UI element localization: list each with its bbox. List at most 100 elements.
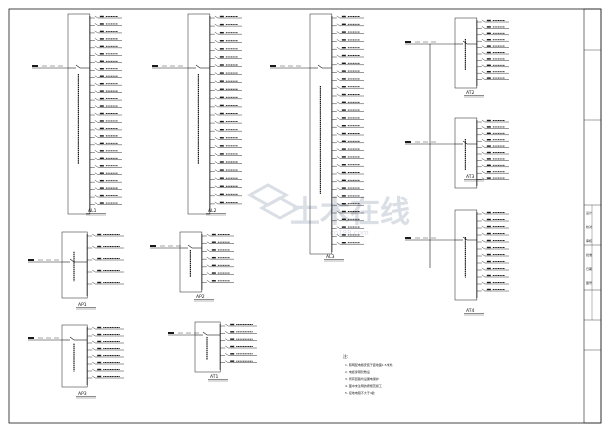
branch-breaker — [214, 48, 218, 51]
circuit-branch — [89, 38, 122, 41]
branch-breaker — [94, 60, 98, 63]
circuit-branch — [331, 39, 364, 42]
branch-breaker — [225, 353, 229, 356]
branch-breaker — [481, 211, 485, 215]
branch-breaker — [94, 165, 98, 168]
branch-breaker — [92, 361, 96, 365]
branch-breaker — [481, 26, 485, 29]
circuit-branch — [476, 58, 509, 61]
feeder-tag — [270, 65, 276, 67]
circuit-branch — [209, 72, 242, 75]
circuit-branch — [331, 78, 364, 81]
branch-breaker — [481, 139, 485, 142]
feeder-tag — [32, 65, 38, 67]
branch-breaker — [481, 164, 485, 167]
circuit-branch — [476, 232, 509, 236]
branch-breaker — [481, 281, 485, 285]
branch-breaker — [214, 145, 218, 148]
branch-breaker — [214, 161, 218, 164]
circuit-branch — [476, 126, 509, 129]
branch-breaker — [336, 101, 340, 104]
title-block-cell: 批准 — [586, 252, 592, 257]
branch-breaker — [336, 234, 340, 237]
branch-breaker — [94, 194, 98, 198]
circuit-branch — [209, 161, 242, 164]
circuit-branch — [87, 269, 124, 273]
branch-breaker — [481, 267, 485, 271]
circuit-branch — [209, 15, 242, 19]
circuit-branch — [476, 164, 509, 168]
branch-breaker — [336, 195, 340, 198]
main-breaker — [75, 64, 81, 69]
branch-breaker — [481, 45, 485, 48]
branch-breaker — [481, 51, 485, 55]
branch-breaker — [481, 64, 485, 67]
circuit-branch — [331, 132, 364, 136]
branch-breaker — [336, 15, 340, 19]
circuit-branch — [89, 75, 122, 78]
title-block-cell: 校对 — [586, 224, 592, 229]
branch-breaker — [94, 135, 98, 138]
branch-breaker — [94, 105, 98, 108]
branch-breaker — [481, 71, 485, 74]
branch-breaker — [92, 233, 96, 237]
circuit-branch — [220, 360, 257, 363]
circuit-branch — [89, 150, 122, 153]
branch-breaker — [225, 323, 229, 327]
branch-breaker — [481, 39, 485, 42]
circuit-branch — [476, 145, 509, 148]
circuit-branch — [331, 109, 364, 112]
circuit-branch — [209, 193, 242, 197]
branch-breaker — [214, 128, 218, 132]
circuit-branch — [89, 105, 122, 108]
note-line: 1. 照明配电箱安装于距地面1.5米处 — [345, 362, 393, 367]
circuit-branch — [89, 97, 122, 101]
branch-breaker — [94, 82, 98, 86]
main-breaker — [317, 64, 323, 69]
branch-breaker — [481, 274, 485, 278]
branch-breaker — [225, 338, 229, 341]
circuit-branch — [209, 177, 242, 180]
feeder-tag — [405, 237, 411, 239]
branch-breaker — [214, 120, 218, 124]
branch-breaker — [94, 142, 98, 146]
circuit-branch — [476, 281, 509, 285]
branch-breaker — [214, 23, 218, 27]
branch-breaker — [336, 148, 340, 151]
circuit-branch — [331, 70, 364, 73]
circuit-branch — [209, 201, 242, 205]
branch-breaker — [481, 225, 485, 229]
circuit-branch — [331, 226, 364, 229]
branch-breaker — [214, 88, 218, 91]
branch-breaker — [481, 246, 485, 250]
circuit-branch — [89, 157, 122, 160]
circuit-branch — [476, 246, 509, 250]
circuit-branch — [476, 139, 509, 142]
circuit-branch — [476, 274, 509, 278]
panel-caption: AL3 — [326, 254, 335, 260]
note-line: 5. 接地电阻不大于4欧 — [345, 390, 375, 395]
branch-breaker — [481, 253, 485, 257]
feeder-tag — [152, 65, 158, 67]
branch-breaker — [92, 326, 96, 330]
branch-breaker — [336, 47, 340, 50]
branch-breaker — [214, 185, 218, 188]
circuit-branch — [89, 23, 122, 26]
feeder-tag — [150, 245, 156, 247]
circuit-branch — [87, 347, 124, 351]
branch-breaker — [94, 90, 98, 93]
branch-breaker — [94, 15, 98, 19]
panel-p6: AP3 — [28, 324, 124, 399]
circuit-branch — [89, 120, 122, 123]
branch-breaker — [481, 158, 485, 161]
circuit-branch — [331, 156, 364, 159]
circuit-branch — [331, 125, 364, 128]
circuit-branch — [201, 272, 234, 275]
branch-breaker — [481, 239, 485, 243]
circuit-branch — [87, 326, 124, 330]
circuit-branch — [331, 31, 364, 34]
circuit-branch — [331, 148, 364, 151]
branch-breaker — [336, 226, 340, 229]
circuit-branch — [476, 158, 509, 161]
